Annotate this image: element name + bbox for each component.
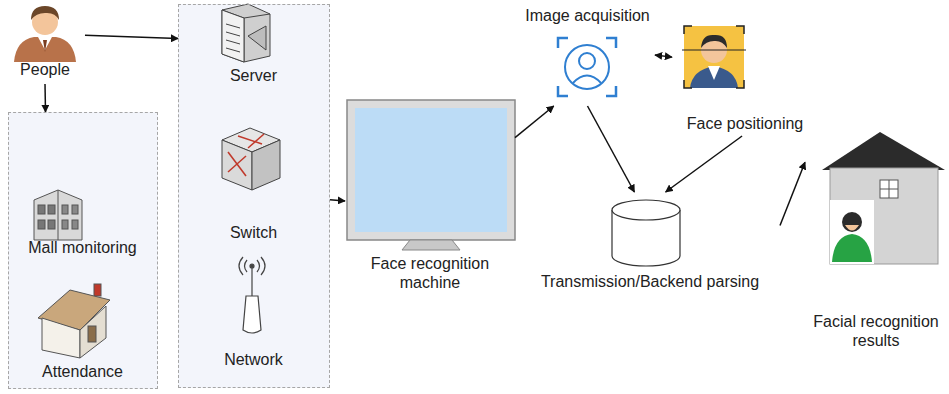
group-ground (178, 4, 330, 388)
arrow-connector (780, 162, 805, 225)
database-icon (612, 200, 680, 266)
icon-node: Image acquisition (520, 4, 655, 106)
person-icon (14, 6, 76, 62)
icon-node: Face recognition machine (345, 98, 515, 296)
icon-node: Mall monitoring (10, 180, 156, 259)
monitor-icon (347, 100, 515, 250)
dashed-group: Mall monitoringAttendance (8, 112, 158, 389)
result-house-icon (822, 132, 945, 264)
arrow-connector (44, 84, 46, 112)
icon-node: Facial recognition results (805, 128, 947, 372)
icon-node: Switch (180, 120, 328, 250)
node-label: Mall monitoring (10, 238, 156, 257)
arrow-connector (515, 106, 554, 138)
arrow-connector (588, 106, 635, 192)
node-label: People (5, 60, 85, 79)
camera-face-icon (558, 38, 616, 96)
icon-node: Server (180, 6, 328, 87)
server-icon (222, 4, 270, 62)
building-icon (34, 190, 82, 240)
node-label: Server (180, 66, 328, 85)
antenna-icon (239, 257, 265, 333)
icon-node: Network (180, 258, 328, 378)
group-ground (8, 112, 158, 389)
arrow-connector (666, 136, 742, 192)
face-scan-icon (682, 26, 746, 88)
arrow-connector (655, 55, 672, 57)
node-label: Face recognition machine (345, 254, 515, 292)
node-label: Transmission/Backend parsing (520, 272, 780, 291)
dashed-group: ServerSwitchNetwork (178, 4, 330, 388)
node-label: Attendance (10, 362, 156, 381)
node-label: Switch (180, 223, 328, 242)
icon-node: Attendance (10, 280, 156, 384)
node-label: Facial recognition results (805, 312, 947, 350)
arrow-connector (330, 200, 345, 201)
arrow-connector (85, 35, 178, 38)
node-label: Network (180, 350, 328, 369)
node-label: Face positioning (672, 114, 818, 133)
icon-node: People (5, 0, 85, 84)
icon-node: Transmission/Backend parsing (520, 192, 780, 304)
icon-node: Face positioning (672, 20, 818, 136)
switch-icon (222, 128, 280, 190)
house-icon (38, 284, 110, 358)
node-label: Image acquisition (520, 6, 655, 25)
